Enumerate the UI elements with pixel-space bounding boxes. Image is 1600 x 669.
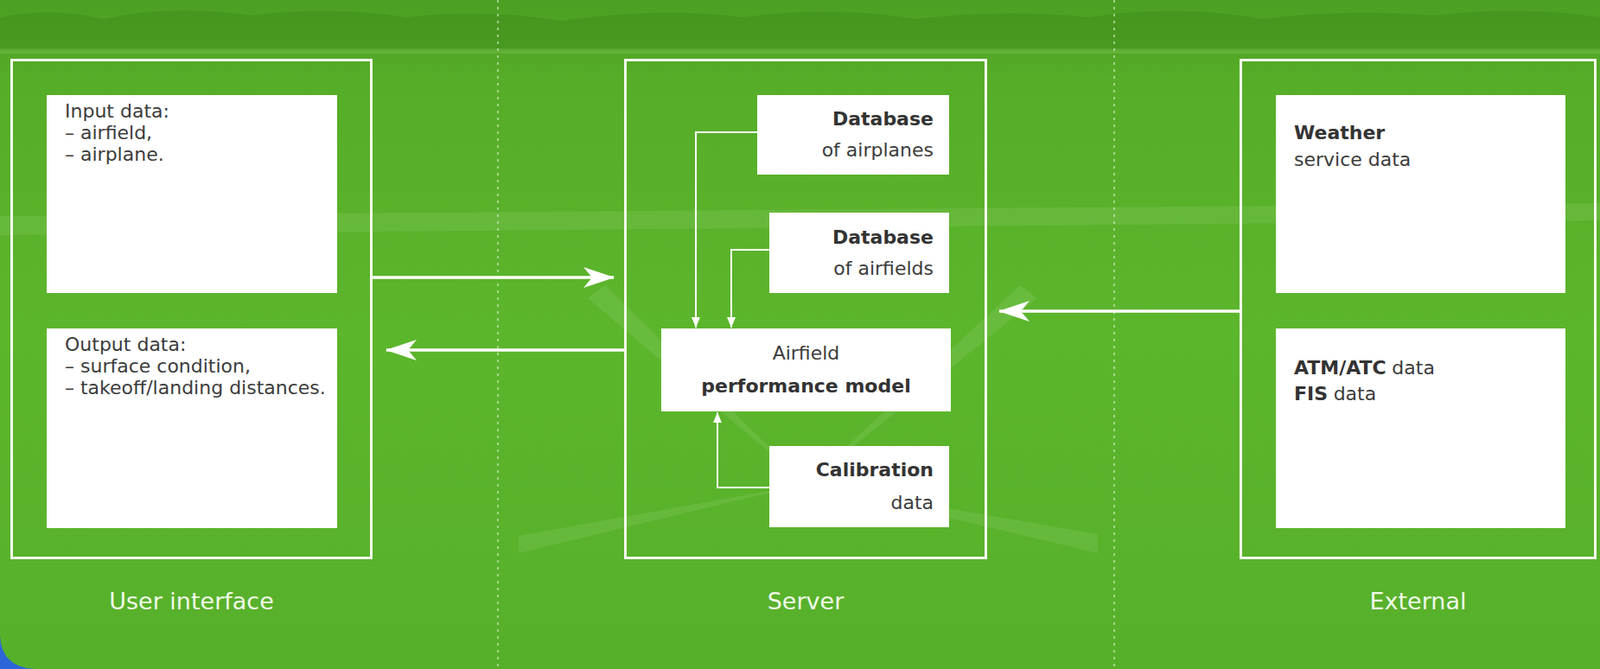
region-frame: Weatherservice dataATM/ATCdataFISdataExt… (1239, 58, 1597, 560)
box-text: of airplanes (822, 139, 934, 161)
output-box: Output data:– surface condition,– takeof… (46, 328, 338, 529)
flow-arrow (999, 309, 1240, 313)
data-arrow (717, 412, 770, 488)
external-data-box: ATM/ATCdataFISdata (1275, 328, 1566, 529)
model-box: Airfield performance model (661, 328, 951, 412)
box-text: of airfields (833, 257, 934, 280)
text-line: of airplanes (767, 134, 934, 166)
text-line: Airfield (671, 337, 941, 370)
text-line: – surface condition, (64, 355, 327, 377)
text-line: Input data: (64, 100, 327, 122)
input-box: Input data:– airfield,– airplane. (46, 95, 338, 294)
text-line: – airfield, (64, 121, 327, 144)
text-line: – takeoff/landing distances. (64, 376, 327, 399)
runway-ray (518, 484, 807, 554)
text-line: Weather (1294, 119, 1556, 147)
text-wrapper: ATM/ATCdataFISdata (1275, 355, 1566, 408)
box-text: service data (1294, 148, 1411, 171)
box-text: – takeoff/landing distances. (64, 376, 326, 399)
region-label-text: Server (767, 587, 845, 615)
box-text: – surface condition, (64, 355, 251, 377)
text-line: Database (779, 222, 934, 254)
box-text: – airfield, (64, 121, 153, 144)
tree-line (0, 10, 1600, 51)
text-line: Output data: (64, 333, 327, 356)
region-frame: Databaseof airplanesDatabaseof airfields… (624, 58, 988, 560)
region-label: Server (626, 587, 985, 616)
text-line: ATM/ATCdata (1294, 355, 1556, 382)
divider-line (1113, 0, 1116, 669)
text-line: Database (767, 103, 934, 135)
weather-box: Weather service data (1275, 95, 1566, 294)
text-line: of airfields (779, 253, 934, 285)
region-label: External (1242, 587, 1594, 616)
calibration-box: Calibration data (769, 446, 950, 528)
text-line: performance model (671, 369, 941, 403)
text-wrapper: Weather service data (1275, 119, 1566, 173)
box-text: data (1391, 356, 1435, 379)
box-text: Airfield (772, 342, 841, 364)
flow-arrow (386, 348, 625, 352)
box-text: data (890, 491, 934, 514)
text-wrapper: Database of airplanes (757, 103, 950, 166)
box-text: data (1333, 382, 1377, 405)
text-line: service data (1294, 146, 1556, 173)
corner-frame (0, 636, 35, 669)
text-wrapper: Database of airfields (769, 222, 950, 285)
database-box: Database of airfields (769, 212, 950, 294)
text-wrapper: Calibration data (769, 453, 950, 520)
data-arrow (695, 132, 758, 328)
horizon (0, 48, 1600, 54)
region-label: User interface (12, 587, 370, 616)
box-text: Output data: (64, 333, 186, 356)
divider-line (497, 0, 499, 669)
text-line: FISdata (1294, 381, 1556, 408)
region-frame: Input data:– airfield,– airplane. Output … (10, 58, 373, 560)
text-wrapper: Output data:– surface condition,– takeof… (46, 333, 338, 399)
box-text: performance model (701, 375, 911, 397)
text-wrapper: Input data:– airfield,– airplane. (46, 100, 338, 166)
text-line: Calibration (779, 453, 934, 487)
region-label-text: User interface (108, 587, 275, 615)
box-text: – airplane. (64, 143, 165, 166)
box-text: Database (832, 226, 934, 249)
text-wrapper: Airfield performance model (661, 337, 951, 403)
data-arrow (731, 249, 770, 328)
text-line: data (779, 486, 934, 520)
region-label-text: External (1369, 587, 1467, 615)
box-text: ATM/ATC (1294, 356, 1387, 379)
box-text: Calibration (815, 458, 934, 481)
database-box: Database of airplanes (757, 95, 950, 175)
text-line: – airplane. (64, 143, 327, 166)
box-text: Database (832, 108, 934, 130)
flow-arrow (372, 275, 614, 280)
box-text: Input data: (64, 100, 170, 122)
box-text: FIS (1294, 382, 1328, 405)
box-text: Weather (1294, 121, 1385, 144)
